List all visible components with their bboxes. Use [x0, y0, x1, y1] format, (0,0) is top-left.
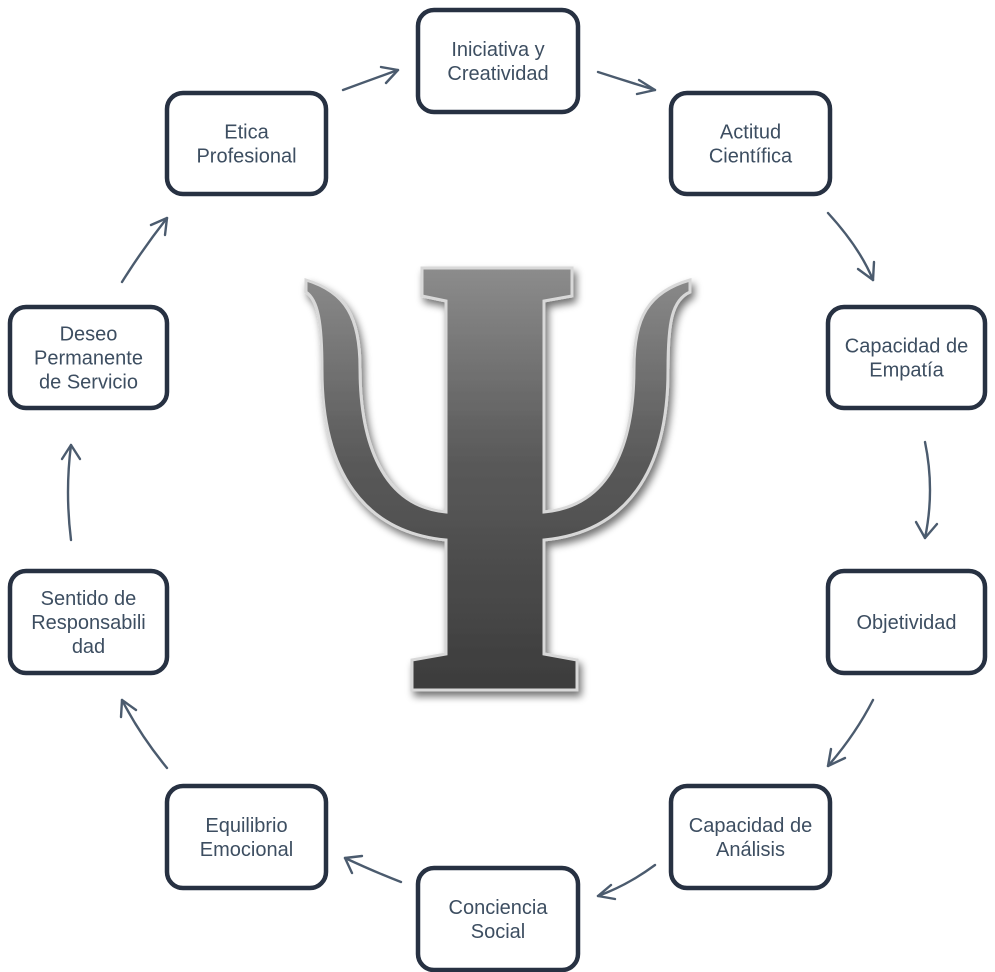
- node-label-line: Capacidad de: [689, 815, 812, 837]
- node-box: [164, 783, 329, 891]
- arrow-9: [120, 216, 169, 284]
- node-box: [415, 7, 581, 115]
- node-box: [164, 90, 329, 197]
- node-box: [668, 90, 833, 197]
- node-box: [825, 568, 988, 676]
- node-label-line: Empatía: [869, 360, 944, 382]
- cycle-arrows: [60, 65, 939, 901]
- node-label-line: Objetividad: [856, 612, 956, 634]
- node-4: Objetividad: [825, 568, 988, 676]
- node-label-line: Conciencia: [449, 897, 549, 919]
- arrow-6: [343, 854, 403, 884]
- node-label-line: dad: [72, 636, 105, 658]
- arrow-4: [826, 698, 875, 768]
- node-box: [668, 783, 833, 891]
- node-box: [825, 304, 988, 411]
- node-label-line: Social: [471, 921, 525, 943]
- psi-symbol-icon: [304, 266, 692, 692]
- node-label-line: Actitud: [720, 122, 781, 144]
- node-box: [7, 568, 170, 676]
- arrow-5: [596, 863, 657, 901]
- arrow-10: [341, 65, 400, 92]
- cycle-nodes: Iniciativa yCreatividadActitudCientífica…: [7, 7, 988, 972]
- arrow-2: [826, 211, 876, 282]
- node-label-line: Científica: [709, 146, 793, 168]
- node-label-line: Sentido de: [41, 588, 137, 610]
- node-label-line: Capacidad de: [845, 336, 968, 358]
- node-label-line: Equilibrio: [205, 815, 287, 837]
- node-label-line: Iniciativa y: [451, 39, 544, 61]
- node-label-line: Deseo: [60, 324, 118, 346]
- node-label-line: Profesional: [196, 146, 296, 168]
- node-label-line: Permanente: [34, 348, 143, 370]
- node-label-line: de Servicio: [39, 372, 138, 394]
- arrow-8: [60, 443, 82, 542]
- node-label-line: Responsabili: [31, 612, 146, 634]
- arrow-7: [119, 698, 169, 770]
- node-label-line: Creatividad: [447, 63, 548, 85]
- node-label-line: Análisis: [716, 839, 785, 861]
- node-label-line: Etica: [224, 122, 269, 144]
- node-box: [415, 865, 581, 972]
- node-box: [7, 304, 170, 411]
- arrow-1: [596, 70, 657, 96]
- arrow-3: [914, 440, 939, 540]
- node-label-line: Emocional: [200, 839, 293, 861]
